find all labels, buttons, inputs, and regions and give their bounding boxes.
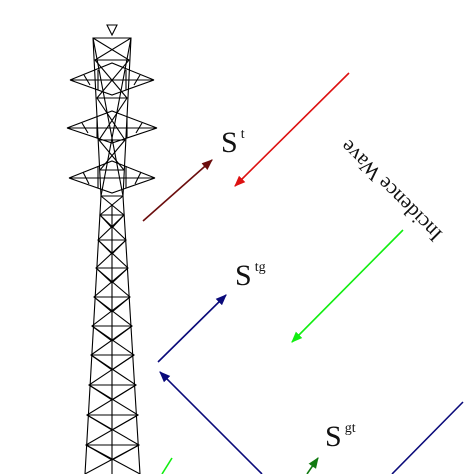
- ground-reflection-line: [161, 457, 173, 474]
- st-wave-arrow: [142, 159, 213, 222]
- sgt-wave-arrow: [306, 457, 319, 474]
- right-ground-wave-line: [391, 401, 464, 474]
- ground-incident-wave-arrow: [291, 229, 404, 343]
- tower-ground-wave-arrow: [159, 371, 263, 474]
- incident-wave-arrow: [234, 72, 350, 187]
- transmission-tower-icon: [66, 24, 158, 474]
- incidence-wave-label: Incidence Wave: [335, 135, 447, 247]
- stg-wave-arrow: [157, 294, 227, 363]
